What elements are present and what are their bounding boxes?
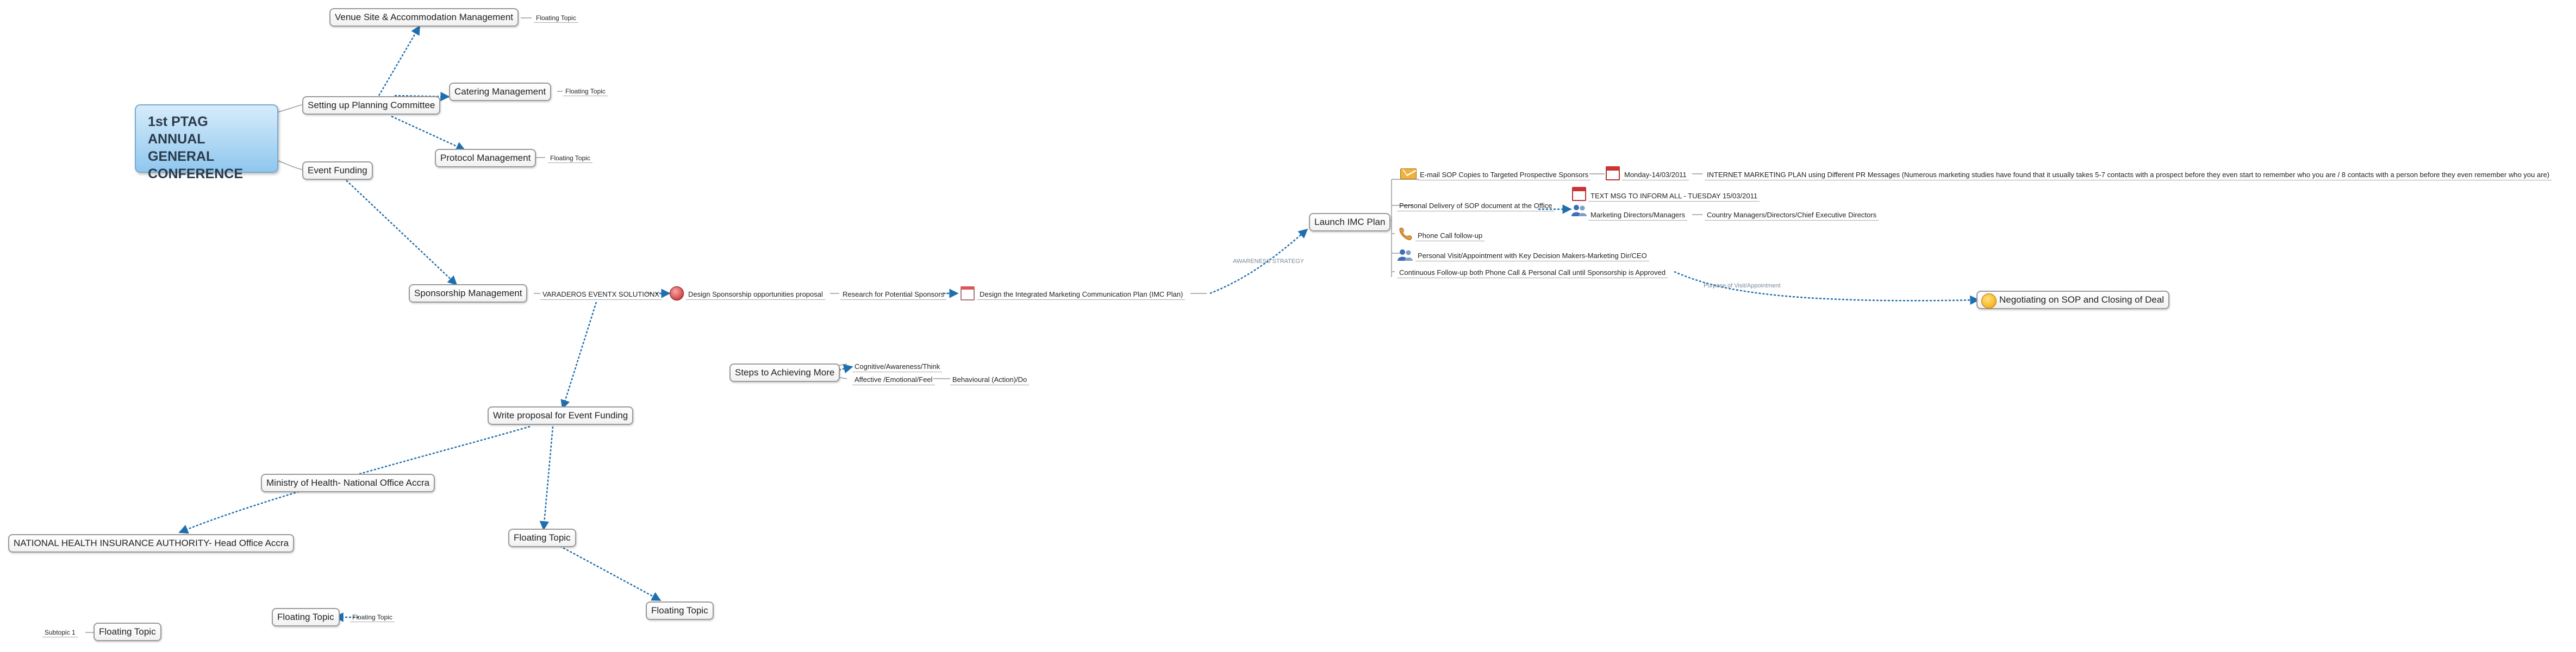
- calendar-icon: [1572, 187, 1586, 201]
- negotiating-label: Negotiating on SOP and Closing of Deal: [1999, 294, 2165, 305]
- relationship-arrows: [178, 25, 1980, 622]
- people-icon: [1397, 249, 1413, 261]
- floating-topic-proposal-1[interactable]: Floating Topic: [508, 529, 576, 547]
- floating-topic-a-child[interactable]: Floating Topic: [350, 613, 395, 622]
- topic-phone-follow-up[interactable]: Phone Call follow-up: [1415, 230, 1485, 241]
- floating-topic-venue[interactable]: Floating Topic: [534, 14, 578, 23]
- topic-personal-delivery[interactable]: Personal Delivery of SOP document at the…: [1397, 200, 1555, 211]
- topic-protocol-management[interactable]: Protocol Management: [435, 149, 537, 167]
- topic-negotiating-deal[interactable]: Negotiating on SOP and Closing of Deal: [1976, 291, 2170, 309]
- phone-icon: [1398, 227, 1412, 240]
- topic-ministry-of-health[interactable]: Ministry of Health- National Office Accr…: [261, 474, 435, 492]
- topic-personal-visit[interactable]: Personal Visit/Appointment with Key Deci…: [1415, 250, 1649, 261]
- topic-cognitive[interactable]: Cognitive/Awareness/Think: [852, 361, 943, 372]
- label-awareness-strategy: AWARENESS STRATEGY: [1233, 258, 1305, 265]
- topic-marketing-directors[interactable]: Marketing Directors/Managers: [1588, 210, 1688, 221]
- smiley-icon: [1981, 293, 1997, 309]
- topic-nhia[interactable]: NATIONAL HEALTH INSURANCE AUTHORITY- Hea…: [8, 534, 295, 553]
- red-ball-icon: [670, 286, 684, 300]
- central-topic[interactable]: 1st PTAG ANNUAL GENERAL CONFERENCE: [135, 104, 278, 181]
- envelope-icon: [1400, 168, 1417, 179]
- floating-topic-b[interactable]: Floating Topic: [93, 623, 161, 641]
- floating-topic-protocol[interactable]: Floating Topic: [548, 154, 592, 163]
- topic-steps-achieving-more[interactable]: Steps to Achieving More: [729, 363, 840, 382]
- topic-continuous-follow-up[interactable]: Continuous Follow-up both Phone Call & P…: [1397, 267, 1668, 278]
- topic-monday-date[interactable]: Monday-14/03/2011: [1622, 170, 1689, 180]
- topic-affective[interactable]: Affective /Emotional/Feel: [852, 374, 935, 385]
- topic-research-sponsors[interactable]: Research for Potential Sponsors: [840, 289, 947, 300]
- topic-design-proposal[interactable]: Design Sponsorship opportunities proposa…: [686, 289, 825, 300]
- topic-text-msg[interactable]: TEXT MSG TO INFORM ALL - TUESDAY 15/03/2…: [1588, 191, 1760, 202]
- floating-topic-a[interactable]: Floating Topic: [272, 608, 340, 626]
- floating-topic-catering[interactable]: Floating Topic: [563, 87, 608, 96]
- topic-venue-management[interactable]: Venue Site & Accommodation Management: [329, 8, 519, 27]
- topic-catering-management[interactable]: Catering Management: [449, 83, 552, 101]
- label-purpose-of-visit: Purpose of Visit/Appointment: [1704, 283, 1781, 289]
- subtopic-1[interactable]: Subtopic 1: [42, 628, 78, 637]
- people-icon: [1571, 204, 1587, 216]
- topic-varaderos[interactable]: VARADEROS EVENTX SOLUTIONX: [540, 289, 662, 300]
- topic-planning-committee[interactable]: Setting up Planning Committee: [302, 96, 441, 115]
- topic-email-sop[interactable]: E-mail SOP Copies to Targeted Prospectiv…: [1418, 170, 1591, 180]
- topic-event-funding[interactable]: Event Funding: [302, 161, 373, 180]
- calendar-icon: [1606, 166, 1620, 180]
- topic-imc-design[interactable]: Design the Integrated Marketing Communic…: [977, 289, 1186, 300]
- topic-sponsorship-management[interactable]: Sponsorship Management: [409, 284, 528, 303]
- chart-icon: [960, 286, 975, 300]
- topic-internet-marketing[interactable]: INTERNET MARKETING PLAN using Different …: [1705, 170, 2552, 180]
- topic-write-proposal[interactable]: Write proposal for Event Funding: [488, 406, 634, 425]
- topic-launch-imc-plan[interactable]: Launch IMC Plan: [1309, 213, 1391, 231]
- topic-behavioural[interactable]: Behavioural (Action)/Do: [950, 374, 1030, 385]
- floating-topic-proposal-2[interactable]: Floating Topic: [646, 601, 714, 620]
- topic-country-managers[interactable]: Country Managers/Directors/Chief Executi…: [1705, 210, 1879, 221]
